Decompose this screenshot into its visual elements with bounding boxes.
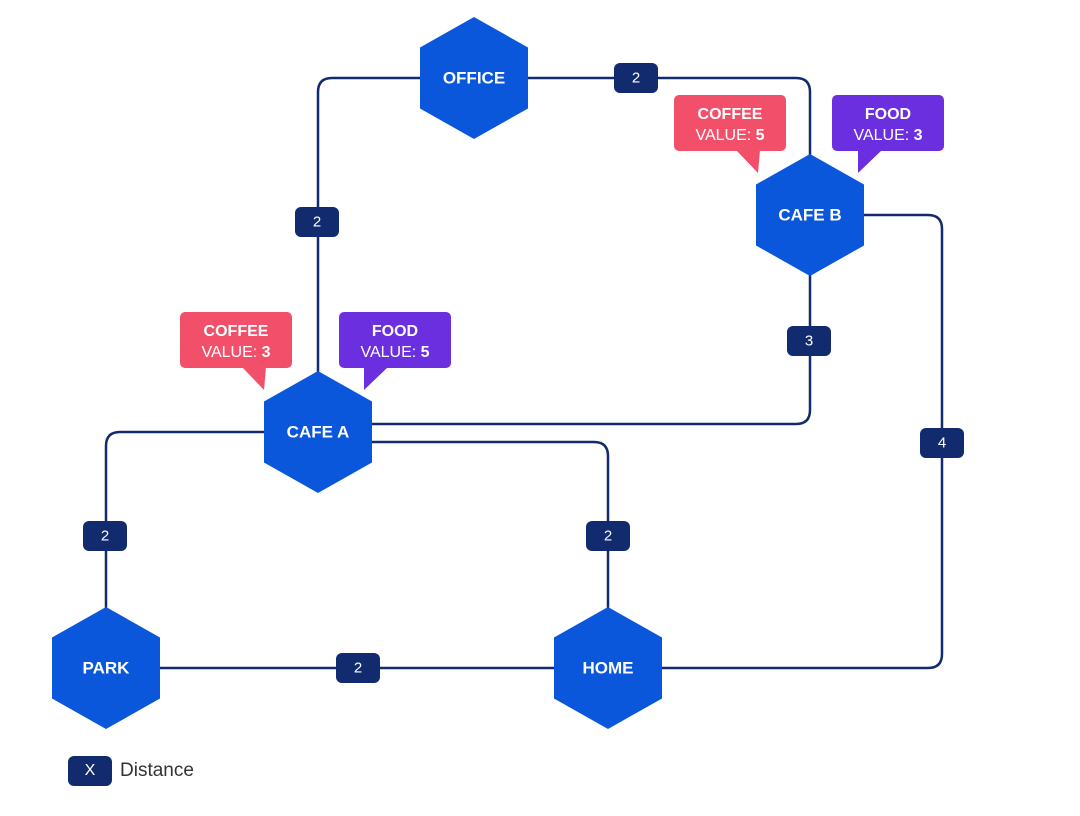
legend: X Distance (68, 756, 194, 786)
callout-cafe-a-coffee: COFFEE VALUE: 3 (180, 312, 292, 390)
node-home: HOME (554, 607, 662, 729)
distance-badge-park-home: 2 (336, 653, 380, 683)
distance-badge-office-cafe-b: 2 (614, 63, 658, 93)
legend-label: Distance (120, 760, 194, 781)
edge-cafe-b-home (608, 213, 944, 670)
distance-badge-cafe-a-park: 2 (83, 521, 127, 551)
distance-value: 3 (805, 333, 813, 350)
edge-office-cafe-b (474, 76, 812, 215)
distance-badge-cafe-a-home: 2 (586, 521, 630, 551)
edge-cafe-a-park (104, 430, 318, 668)
callout-cafe-b-food: FOOD VALUE: 3 (832, 95, 944, 173)
node-label: CAFE B (778, 206, 841, 225)
node-label: CAFE A (287, 423, 350, 442)
edge-cafe-a-home (318, 440, 610, 668)
node-label: HOME (583, 659, 634, 678)
edge-cafe-b-cafe-a (318, 215, 812, 426)
edges (104, 76, 944, 670)
callout-title: COFFEE (204, 323, 269, 340)
distance-value: 2 (604, 528, 612, 545)
distance-badge-office-cafe-a: 2 (295, 207, 339, 237)
node-label: PARK (83, 659, 131, 678)
edge-office-cafe-a (316, 76, 474, 432)
node-label: OFFICE (443, 69, 505, 88)
node-park: PARK (52, 607, 160, 729)
callout-cafe-a-food: FOOD VALUE: 5 (339, 312, 451, 390)
distance-value: 2 (313, 214, 321, 231)
node-cafe-b: CAFE B (756, 154, 864, 276)
callout-value: VALUE: 3 (853, 127, 922, 144)
node-cafe-a: CAFE A (264, 371, 372, 493)
distance-badge-cafe-b-cafe-a: 3 (787, 326, 831, 356)
distance-value: 4 (938, 435, 946, 452)
node-office: OFFICE (420, 17, 528, 139)
callout-cafe-b-coffee: COFFEE VALUE: 5 (674, 95, 786, 173)
distance-value: 2 (632, 70, 640, 87)
callout-value: VALUE: 3 (201, 344, 270, 361)
callout-value: VALUE: 5 (695, 127, 764, 144)
callout-title: FOOD (372, 323, 418, 340)
callout-title: FOOD (865, 106, 911, 123)
callout-value: VALUE: 5 (360, 344, 429, 361)
distance-badge-cafe-b-home: 4 (920, 428, 964, 458)
callout-title: COFFEE (698, 106, 763, 123)
distance-value: 2 (101, 528, 109, 545)
legend-distance-badge: X (68, 756, 112, 786)
distance-value: 2 (354, 660, 362, 677)
